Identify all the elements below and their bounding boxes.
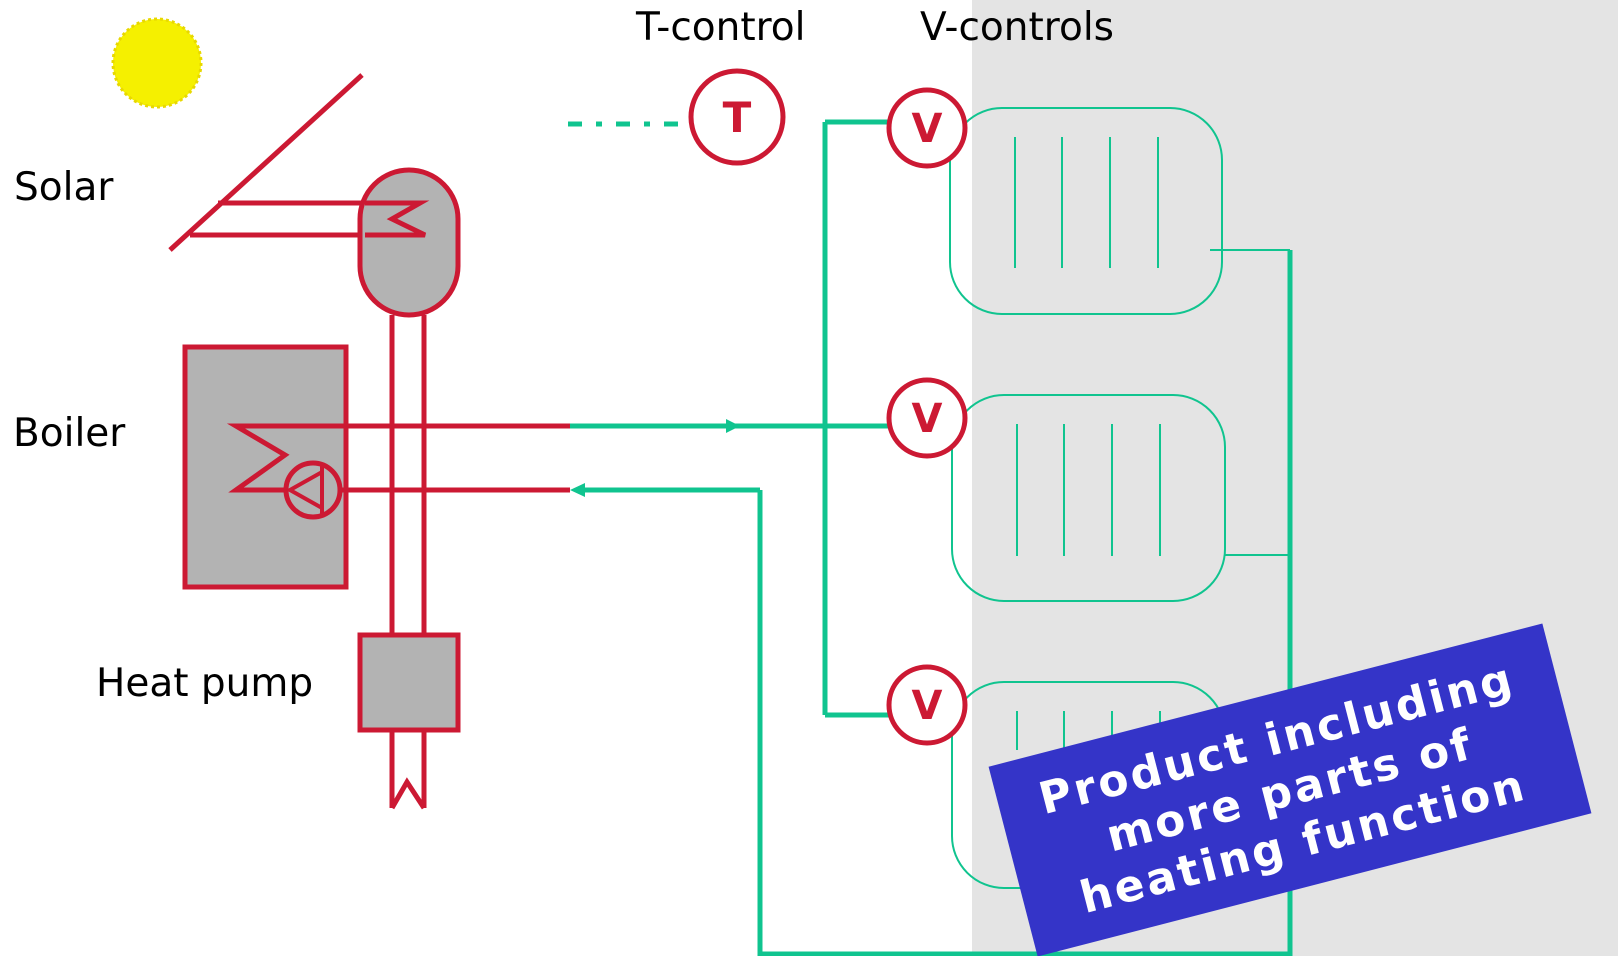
t-control: T [568,68,786,166]
boiler-label: Boiler [13,411,126,456]
circulation-pump-icon [283,460,343,520]
v-control-symbol: V [912,106,943,152]
storage-tank [357,167,461,318]
vertical-pipes [389,315,427,810]
v-control-middle: V [886,377,968,459]
v-control-top: V [886,87,968,169]
heat-pump-label: Heat pump [96,661,313,706]
v-control-bottom: V [886,664,968,746]
radiator-icon [949,107,1223,315]
v-control-symbol: V [912,396,943,442]
heat-exchanger-coil-icon [365,200,430,238]
t-control-symbol: T [723,93,752,142]
t-control-label: T-control [635,5,806,50]
radiator-icon [951,394,1226,602]
v-control-symbol: V [912,683,943,729]
heat-pump [357,632,461,733]
solar-label: Solar [14,165,114,210]
sun-icon [111,17,203,109]
v-controls-label: V-controls [920,5,1114,50]
radiator-return-pipes [1210,249,1290,556]
heat-exchanger-coil-icon [226,423,570,493]
flow-arrows [570,419,740,497]
